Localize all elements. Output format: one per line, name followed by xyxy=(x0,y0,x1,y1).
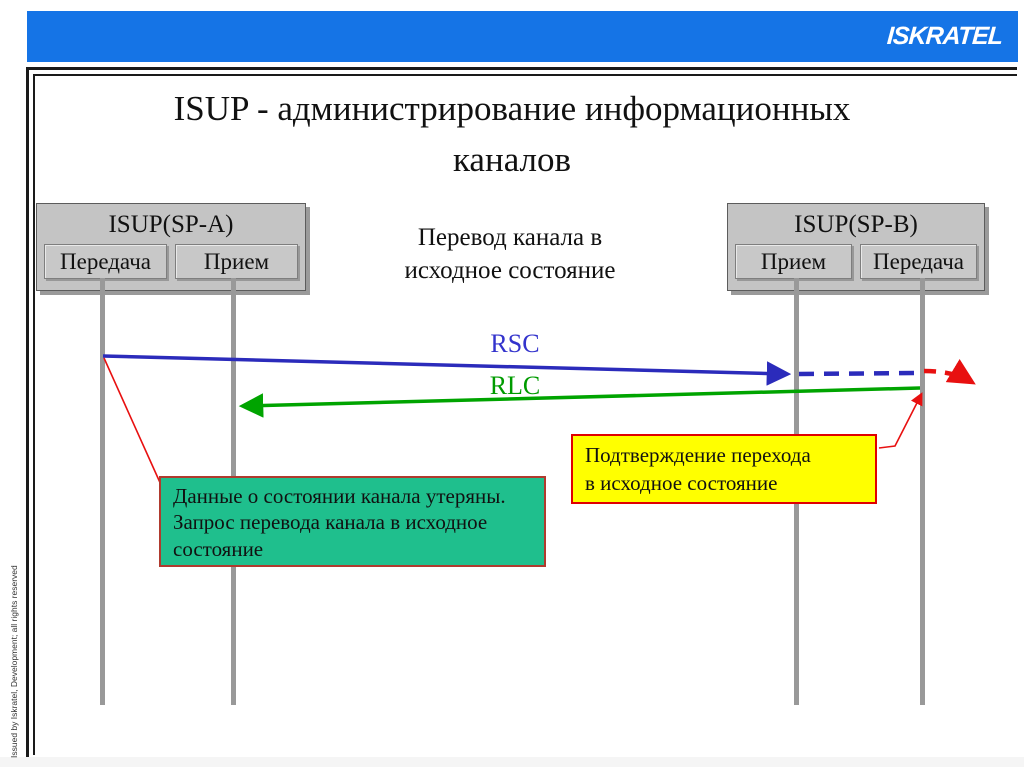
node-isup-sp-a: ISUP(SP-A) Передача Прием xyxy=(36,203,306,291)
lifeline-spb-transmit xyxy=(920,278,925,705)
frame-left-inner-rule xyxy=(33,74,35,755)
node-a-ports: Передача Прием xyxy=(37,244,305,279)
callout-reset-confirmation: Подтверждение перехода в исходное состоя… xyxy=(571,434,877,504)
lifeline-spa-transmit xyxy=(100,278,105,705)
node-a-port-receive: Прием xyxy=(175,244,298,279)
page-bottom-margin xyxy=(0,757,1024,767)
rlc-label: RLC xyxy=(489,371,541,400)
copyright-note: Issued by Iskratel, Development; all rig… xyxy=(9,565,19,758)
callout-line-from-yellow-box xyxy=(878,392,923,449)
node-b-port-transmit: Передача xyxy=(860,244,977,279)
slide-title: ISUP - администрирование информационных … xyxy=(173,89,851,179)
rsc-arrow xyxy=(102,354,792,386)
frame-top-inner-rule xyxy=(33,74,1017,76)
node-a-title: ISUP(SP-A) xyxy=(108,211,234,238)
node-isup-sp-b: ISUP(SP-B) Прием Передача xyxy=(727,203,985,291)
node-b-ports: Прием Передача xyxy=(728,244,984,279)
rsc-dashed-continuation xyxy=(798,370,921,377)
rlc-arrow xyxy=(238,386,921,418)
rsc-label: RSC xyxy=(490,329,540,358)
turnaround-dashed-arrow xyxy=(923,359,976,385)
brand-bar: ISKRATEL xyxy=(27,11,1018,62)
node-b-title: ISUP(SP-B) xyxy=(794,211,918,238)
frame-top-outer-rule xyxy=(26,67,1017,70)
node-a-port-transmit: Передача xyxy=(44,244,167,279)
node-b-port-receive: Прием xyxy=(735,244,852,279)
callout-line-to-green-box xyxy=(103,357,163,488)
callout-state-lost: Данные о состоянии канала утеряны. Запро… xyxy=(159,476,546,567)
frame-left-outer-rule xyxy=(26,67,29,757)
iskratel-logo: ISKRATEL xyxy=(885,22,1004,50)
center-annotation: Перевод канала в исходное состояние xyxy=(404,224,616,284)
